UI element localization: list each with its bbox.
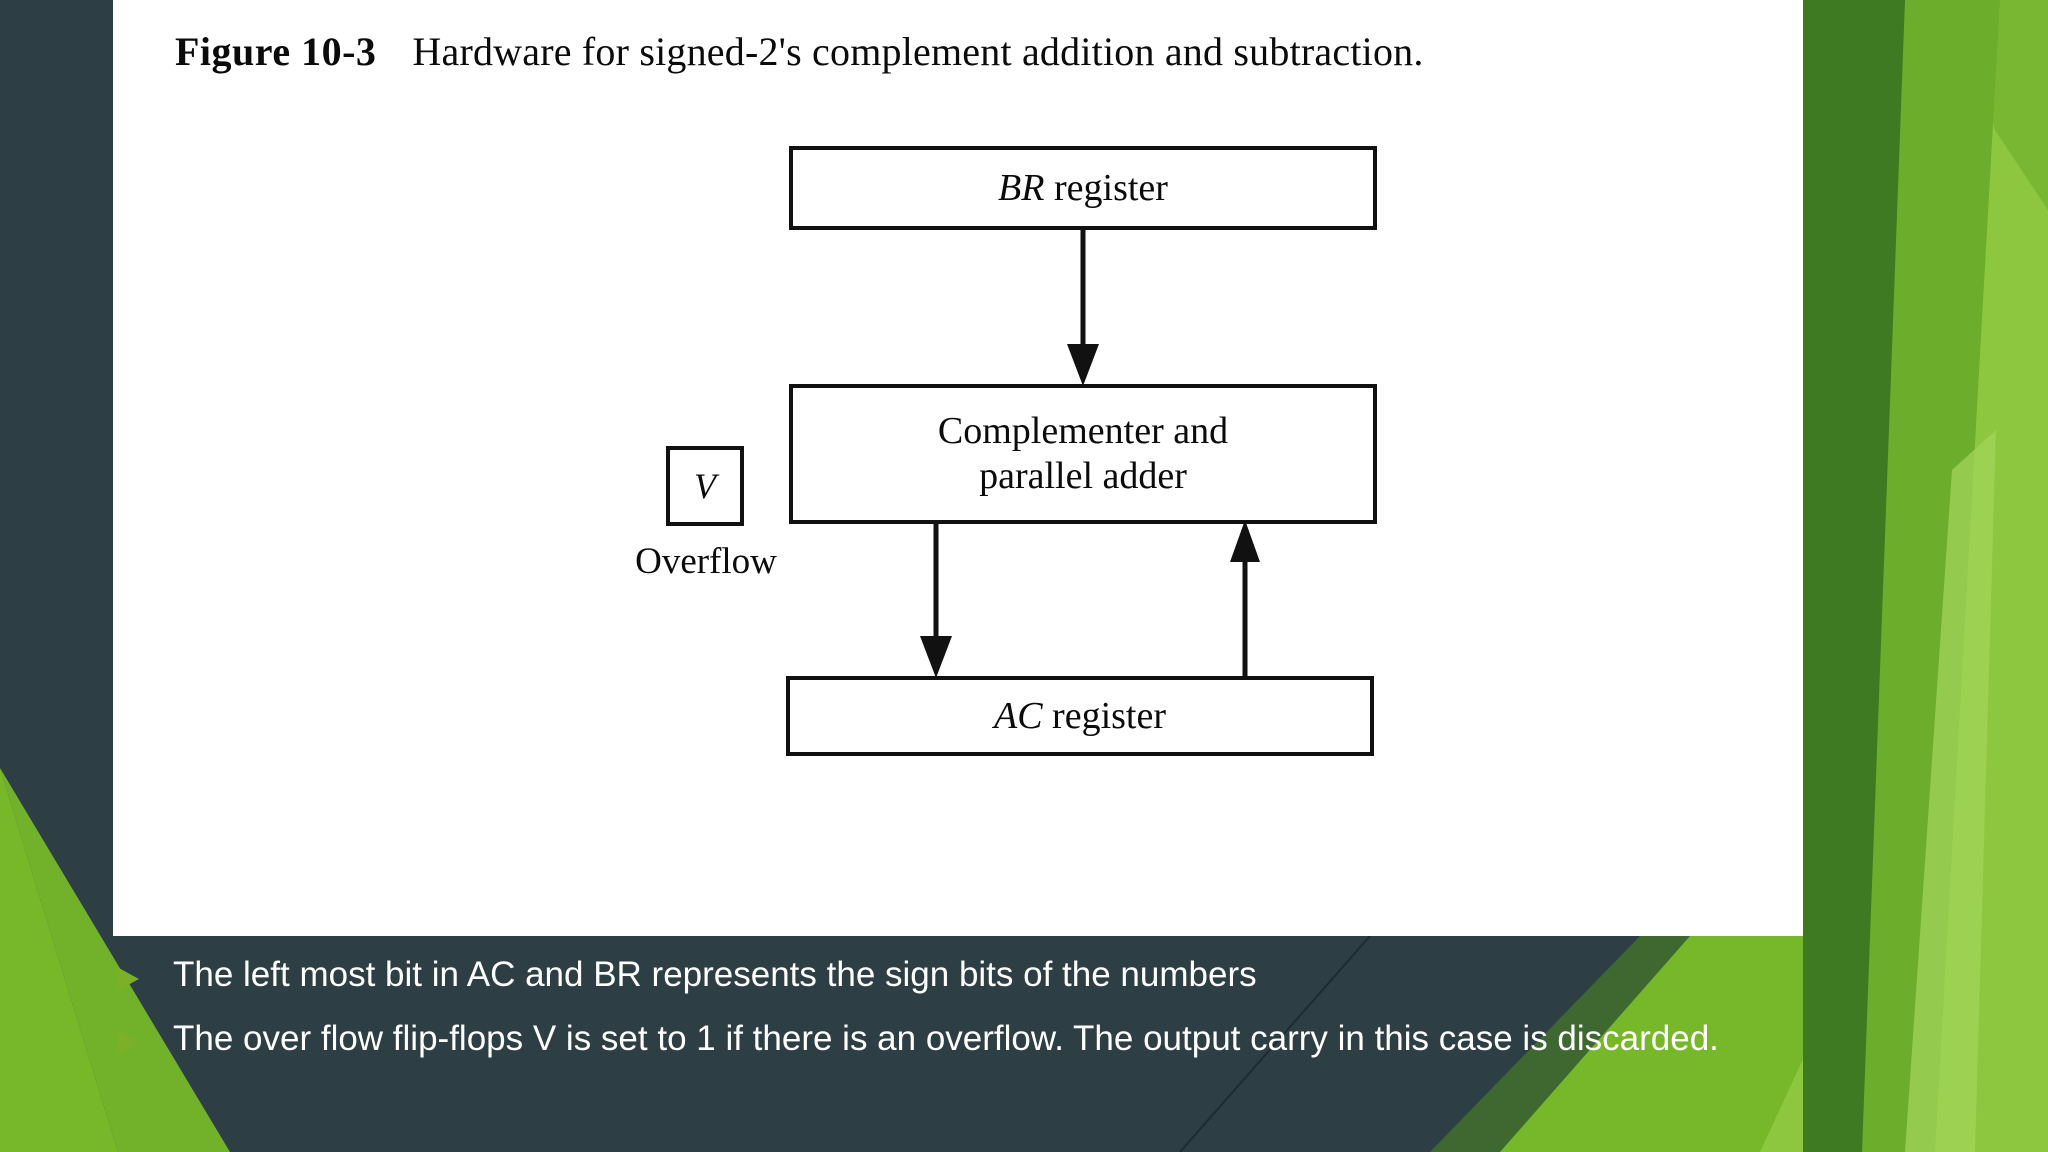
box-ac-label: register — [1052, 694, 1166, 737]
arrowhead-ac-to-adder — [1230, 520, 1260, 562]
box-br-register: BR register — [789, 146, 1377, 230]
bullet-list: The left most bit in AC and BR represent… — [113, 952, 1913, 1080]
figure-label: Figure 10-3 — [175, 29, 377, 74]
box-ac-register: AC register — [786, 676, 1374, 756]
triangle-right-icon — [117, 967, 139, 991]
list-item: The over flow flip-flops V is set to 1 i… — [113, 1016, 1913, 1062]
right-pale-green-sliver — [1905, 430, 1996, 1152]
bullet-text: The left most bit in AC and BR represent… — [173, 955, 1257, 994]
box-adder-line1: Complementer and — [937, 410, 1229, 453]
block-diagram: BR register Complementer and parallel ad… — [113, 0, 1803, 936]
overflow-label: Overflow — [635, 541, 777, 582]
top-right-green-overlap — [1960, 0, 2048, 210]
figure-caption-text: Hardware for signed-2's complement addit… — [412, 29, 1424, 74]
box-br-abbr: BR — [998, 166, 1045, 209]
box-complementer-parallel-adder: Complementer and parallel adder — [789, 384, 1377, 524]
arrowhead-br-to-adder — [1067, 344, 1099, 386]
box-ac-abbr: AC — [993, 694, 1043, 737]
arrowhead-adder-to-ac — [920, 636, 952, 678]
figure-panel: Figure 10-3 Hardware for signed-2's compl… — [113, 0, 1803, 936]
right-light-green-wedge — [1935, 0, 2048, 1152]
box-adder-line2: parallel adder — [979, 455, 1187, 497]
bullet-text: The over flow flip-flops V is set to 1 i… — [173, 1019, 1719, 1059]
triangle-right-icon — [117, 1031, 139, 1056]
box-v-abbr: V — [694, 465, 716, 506]
box-overflow-flipflop-v: V — [666, 446, 744, 526]
figure-caption: Figure 10-3 Hardware for signed-2's compl… — [175, 28, 1424, 75]
box-br-label: register — [1053, 166, 1168, 209]
list-item: The left most bit in AC and BR represent… — [113, 952, 1913, 998]
bottom-left-green-wedge — [0, 768, 118, 1152]
